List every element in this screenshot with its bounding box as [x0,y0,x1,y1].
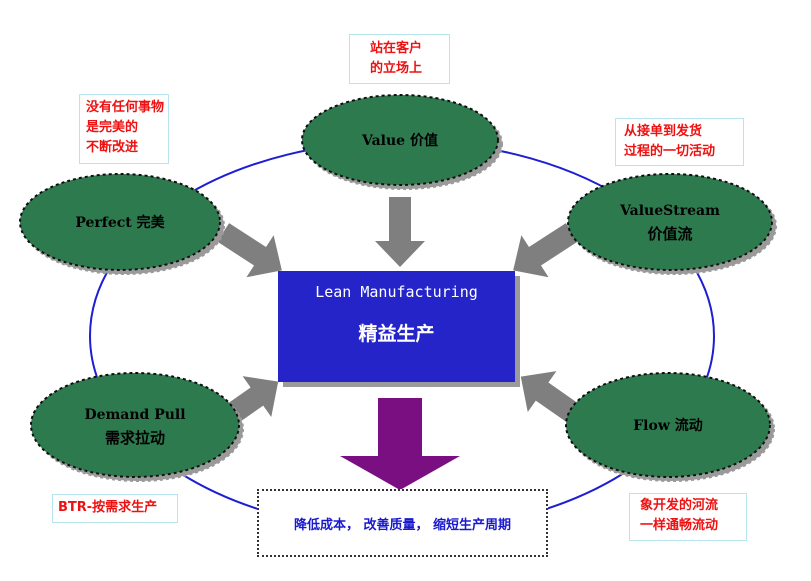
principle-perfect-label: Perfect 完美 [75,214,165,231]
note-perfect-line-3: 不断改进 [86,140,139,155]
note-perfect: 没有任何事物 是完美的 不断改进 [79,94,169,164]
result-arrow [340,398,460,490]
note-perfect-line-2: 是完美的 [86,120,139,135]
principle-value-label: Value 价值 [361,132,438,149]
principle-value: Value 价值 [301,94,499,186]
principle-flow: Flow 流动 [565,372,771,478]
result-box: 降低成本， 改善质量， 缩短生产周期 [257,489,548,557]
principle-perfect: Perfect 完美 [19,173,221,271]
principle-value-stream-label-2: 价值流 [647,225,692,243]
center-title-zh: 精益生产 [358,323,435,345]
note-value-stream-line-1: 从接单到发货 [624,124,703,139]
principle-demand-pull: Demand Pull 需求拉动 [30,372,240,478]
principle-value-stream: ValueStream 价值流 [567,173,773,271]
note-perfect-line-1: 没有任何事物 [86,100,165,115]
note-value-stream: 从接单到发货 过程的一切活动 [615,118,744,166]
center-title-en: Lean Manufacturing [315,283,478,301]
note-flow-line-2: 一样通畅流动 [640,518,719,533]
note-value-stream-line-2: 过程的一切活动 [624,144,716,159]
arrow-from-value-stream [513,223,578,278]
principle-flow-label: Flow 流动 [633,417,703,434]
note-demand-pull-line-1: BTR-按需求生产 [58,500,158,515]
arrow-from-flow [520,371,585,426]
arrow-from-perfect [217,223,282,278]
note-demand-pull: BTR-按需求生产 [52,494,178,523]
note-value-line-2: 的立场上 [370,61,423,76]
principle-demand-pull-label-2: 需求拉动 [105,429,165,447]
principle-value-stream-label-1: ValueStream [619,203,720,219]
result-text: 降低成本， 改善质量， 缩短生产周期 [293,517,512,533]
note-value: 站在客户 的立场上 [349,34,450,84]
center-box: Lean Manufacturing 精益生产 [278,271,515,382]
note-value-line-1: 站在客户 [370,41,423,56]
arrow-from-value [375,197,425,267]
principle-demand-pull-label-1: Demand Pull [84,407,185,423]
note-flow-line-1: 象开发的河流 [640,498,719,513]
note-flow: 象开发的河流 一样通畅流动 [629,493,747,541]
